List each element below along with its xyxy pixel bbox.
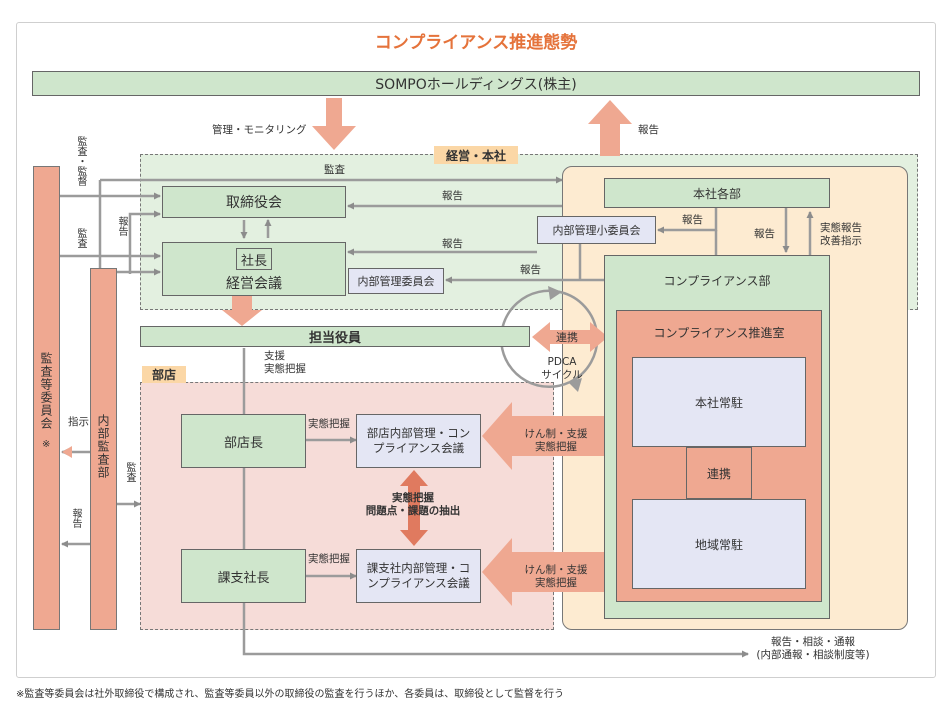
kanri-monitoring-label: 管理・モニタリング xyxy=(212,124,307,136)
hokoku-left-label: 報告 xyxy=(116,216,127,236)
naibu-kanri-iinkai-box: 内部管理委員会 xyxy=(348,268,444,294)
kansa-top-label: 監査 xyxy=(324,164,345,176)
suishin-shitsu-label: コンプライアンス推進室 xyxy=(653,326,785,340)
footnote: ※監査等委員会は社外取締役で構成され、監査等委員以外の取締役の監査を行うほか、各… xyxy=(16,689,564,700)
jittai-kaizen-label: 実態報告 改善指示 xyxy=(820,222,862,247)
renkei-inner-box: 連携 xyxy=(686,447,752,499)
hokoku-hd-label: 報告 xyxy=(638,124,659,136)
hokoku-bottom-label: 報告・相談・通報 (内部通報・相談制度等) xyxy=(756,636,870,661)
shacho-box: 社長 xyxy=(236,248,272,270)
shien-jittai-label: 支援 実態把握 xyxy=(264,350,306,375)
torishimariyaku-kai-box: 取締役会 xyxy=(162,186,346,218)
hokoku-keiei-label: 報告 xyxy=(442,238,463,250)
buten-label: 部店 xyxy=(142,366,186,383)
kansa-iinkai-note: ※ xyxy=(42,439,51,450)
jittai-haaku-label-2: 実態把握 xyxy=(308,553,350,565)
jittai-haaku-label-1: 実態把握 xyxy=(308,418,350,430)
kensei-label-2: けん制・支援 実態把握 xyxy=(524,564,588,589)
diagram-title: コンプライアンス推進態勢 xyxy=(374,33,578,53)
kansa-kantoku-label: 監査・監督 xyxy=(75,136,86,186)
chushutsu-label: 実態把握 問題点・課題の抽出 xyxy=(365,492,461,517)
renkei-label: 連携 xyxy=(556,331,578,344)
shiji-label: 指示 xyxy=(68,416,89,428)
diagram-frame xyxy=(16,22,936,678)
kensei-label-1: けん制・支援 実態把握 xyxy=(524,428,588,453)
kansa-mid-label: 監査 xyxy=(75,228,86,248)
honsha-joju-box: 本社常駐 xyxy=(632,357,806,447)
compliance-bu-label: コンプライアンス部 xyxy=(663,274,771,288)
kashisha-cho-box: 課支社長 xyxy=(181,549,306,603)
naibu-kanri-sho-iinkai-box: 内部管理小委員会 xyxy=(537,216,656,244)
sompo-holdings-box: SOMPOホールディングス(株主) xyxy=(32,71,920,96)
butencho-box: 部店長 xyxy=(181,414,306,468)
honsha-kakubu-box: 本社各部 xyxy=(604,178,830,208)
kansa-iinkai-label: 監査等委員会 xyxy=(39,352,53,430)
keiei-kaigi-label: 経営会議 xyxy=(226,276,282,292)
keiei-honsha-label: 経営・本社 xyxy=(434,146,518,164)
naibu-kansa-bu-box xyxy=(90,268,117,630)
hokoku-tori-label: 報告 xyxy=(442,190,463,202)
kansa-iinkai-box xyxy=(33,166,60,630)
hokoku-iinkai-label: 報告 xyxy=(520,264,541,276)
chiiki-joju-box: 地域常駐 xyxy=(632,499,806,589)
buten-kaigi-box: 部店内部管理・コンプライアンス会議 xyxy=(356,414,481,468)
kashisha-kaigi-box: 課支社内部管理・コンプライアンス会議 xyxy=(356,549,481,603)
pdca-label: PDCA サイクル xyxy=(541,356,583,381)
hokoku-naibu-label: 報告 xyxy=(70,508,81,528)
kansa-naibu-label: 監査 xyxy=(124,462,135,482)
naibu-kansa-bu-label: 内部監査部 xyxy=(96,414,110,479)
hokoku-honsha-label: 報告 xyxy=(754,228,775,240)
tanto-yakuin-box: 担当役員 xyxy=(140,326,530,347)
hokoku-sho-label: 報告 xyxy=(682,214,703,226)
